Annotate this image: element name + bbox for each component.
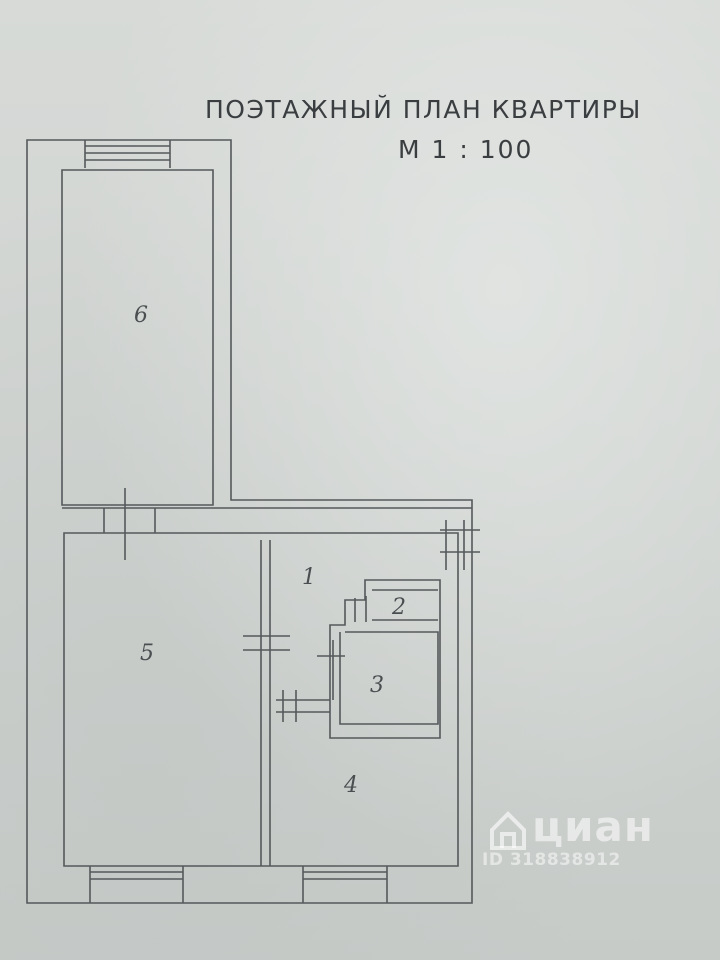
door-kitchen [276, 690, 330, 722]
cian-house-icon [490, 811, 526, 850]
door-balcony [103, 488, 156, 560]
window-bottom-left [89, 866, 184, 903]
window-top [84, 140, 171, 168]
room-label-5: 5 [140, 641, 154, 666]
partition-room-5 [243, 540, 290, 866]
plan-title: ПОЭТАЖНЫЙ ПЛАН КВАРТИРЫ [205, 95, 642, 124]
room-label-4: 4 [343, 773, 358, 798]
main-block-inner-outline [63, 532, 459, 867]
door-entry [440, 520, 480, 570]
plan-scale: М 1 : 100 [398, 135, 534, 164]
room-6-outline [61, 169, 214, 506]
cian-brand: циан [532, 802, 654, 851]
cian-watermark: циан ID 318838912 [482, 802, 658, 872]
room-label-6: 6 [134, 303, 148, 328]
listing-id: ID 318838912 [482, 850, 621, 870]
room-label-2: 2 [391, 595, 406, 620]
outer-wall-outline [26, 139, 473, 904]
room-label-1: 1 [302, 565, 316, 590]
window-bottom-right [302, 866, 388, 903]
bathroom-block [317, 579, 441, 739]
room-label-3: 3 [370, 673, 384, 698]
